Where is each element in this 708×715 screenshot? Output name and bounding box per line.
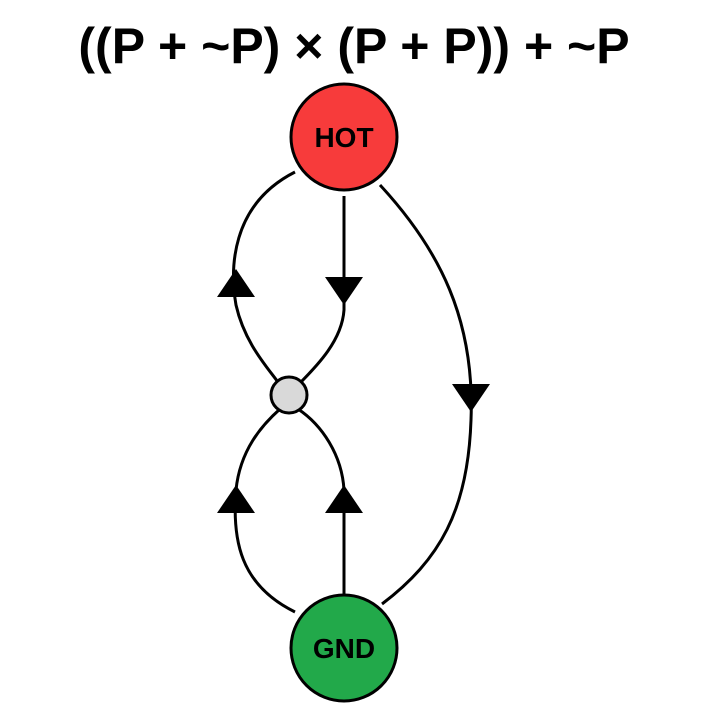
arrow-down-icon [452,384,490,412]
arrow-down-icon [325,277,363,305]
edge-hot-junction-right [296,196,346,387]
edge-hot-junction-left [232,170,296,386]
gnd-label: GND [313,633,375,664]
hot-label: HOT [314,122,373,153]
arrow-up-icon [325,485,363,513]
gnd-node: GND [289,593,399,703]
hot-node: HOT [289,82,399,192]
edge-hot-gnd [378,183,473,606]
arrow-up-icon [217,485,255,513]
junction-node [269,375,309,415]
arrow-up-icon [217,269,255,297]
expression-title: ((P + ~P) × (P + P)) + ~P [78,18,630,74]
